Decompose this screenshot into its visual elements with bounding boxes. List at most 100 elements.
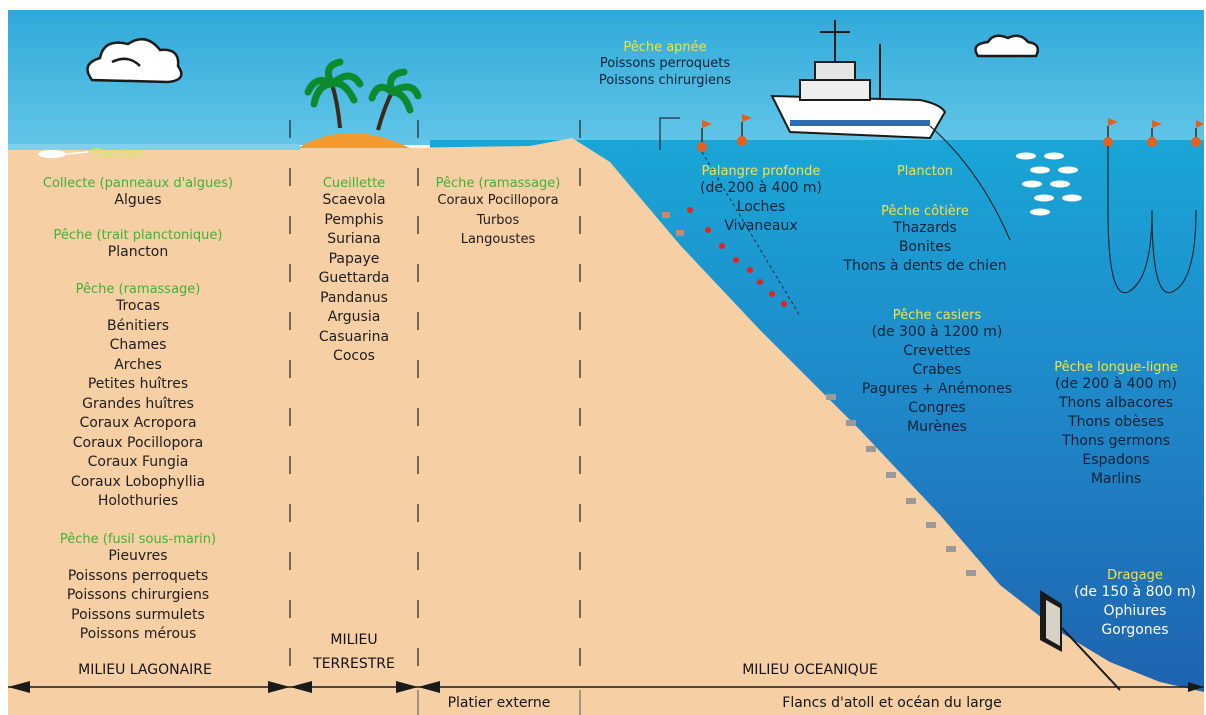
lagoon-ramassage-item: Coraux Fungia xyxy=(87,454,189,470)
lagoon-ramassage-title: Pêche (ramassage) xyxy=(75,282,201,297)
ocean-dragage-depth: (de 150 à 800 m) xyxy=(1074,584,1196,600)
platier-ramassage-item: Coraux Pocillopora xyxy=(437,193,559,208)
ocean-longue-ligne-depth: (de 200 à 400 m) xyxy=(1055,376,1177,392)
ocean-cotiere-item: Thazards xyxy=(893,220,957,236)
land-footer-line1: MILIEU xyxy=(330,632,378,648)
ocean-longue-ligne-item: Thons germons xyxy=(1062,433,1170,449)
lagoon-fusil-item: Poissons mérous xyxy=(79,626,197,642)
land-cueillette-title: Cueillette xyxy=(322,176,386,191)
island xyxy=(298,133,410,148)
lagoon-fusil-group: Pêche (fusil sous-marin) Pieuvres Poisso… xyxy=(10,532,266,645)
lagoon-ramassage-item: Holothuries xyxy=(97,493,179,509)
lagoon-ramassage-item: Chames xyxy=(109,337,167,353)
land-cueillette-item: Pandanus xyxy=(320,289,388,306)
land-cueillette-item: Scaevola xyxy=(322,192,386,208)
ocean-dragage-item: Gorgones xyxy=(1101,622,1169,638)
lagoon-ramassage-item: Arches xyxy=(114,356,162,373)
ocean-casiers-item: Congres xyxy=(908,400,966,416)
ocean-casiers-item: Crabes xyxy=(912,362,962,378)
ocean-dragage-group: Dragage (de 150 à 800 m) Ophiures Gorgon… xyxy=(1066,568,1204,640)
ocean-palangre-title: Palangre profonde xyxy=(701,164,821,179)
ocean-flancs-label: Flancs d'atoll et océan du large xyxy=(782,695,1002,711)
lagoon-collecte-group: Collecte (panneaux d'algues) Algues xyxy=(10,176,266,211)
lagoon-trait-title: Pêche (trait planctonique) xyxy=(53,228,223,243)
apnea-line xyxy=(659,117,680,150)
land-cueillette-item: Papaye xyxy=(328,250,380,267)
palm-tree-icon xyxy=(368,68,422,131)
ocean-longue-ligne-item: Thons obèses xyxy=(1068,414,1164,430)
lagoon-plankton-label: Plancton xyxy=(92,146,144,160)
ocean-casiers-group: Pêche casiers (de 300 à 1200 m) Crevette… xyxy=(846,308,1028,437)
lagoon-fusil-item: Poissons perroquets xyxy=(67,567,209,584)
palm-tree-icon xyxy=(304,58,364,129)
ocean-casiers-item: Pagures + Anémones xyxy=(861,381,1013,397)
platier-ramassage-item: Turbos xyxy=(476,212,520,228)
lagoon-ramassage-group: Pêche (ramassage) Trocas Bénitiers Chame… xyxy=(10,282,266,512)
lagoon-ramassage-item: Trocas xyxy=(115,298,161,314)
fish-icon xyxy=(38,150,89,158)
lagoon-trait-item: Plancton xyxy=(107,244,169,260)
lagoon-footer: MILIEU LAGONAIRE xyxy=(78,662,212,678)
ocean-footer: MILIEU OCEANIQUE xyxy=(742,662,878,678)
zone-arrows xyxy=(8,681,1204,693)
ocean-longue-ligne-item: Marlins xyxy=(1090,471,1142,487)
cloud-icon xyxy=(974,34,1039,58)
dredge-icon xyxy=(1040,590,1121,691)
hook-marks xyxy=(687,207,787,307)
ship-icon xyxy=(770,20,947,140)
lagoon-fusil-title: Pêche (fusil sous-marin) xyxy=(59,532,217,547)
lagoon-ramassage-item: Coraux Pocillopora xyxy=(72,434,204,451)
platier-ramassage-item: Langoustes xyxy=(460,232,536,247)
ocean-plankton-label: Plancton xyxy=(896,164,954,179)
ocean-palangre-item: Loches xyxy=(736,199,786,215)
trap-marks xyxy=(826,394,976,576)
fish-icon xyxy=(1016,152,1082,216)
ocean-cotiere-item: Thons à dents de chien xyxy=(843,258,1007,274)
land-cueillette-item: Argusia xyxy=(327,309,381,325)
ocean-apnee-item: Poissons perroquets xyxy=(599,56,731,71)
lagoon-fusil-item: Poissons surmulets xyxy=(71,606,205,623)
platier-ramassage-group: Pêche (ramassage) Coraux Pocillopora Tur… xyxy=(418,176,578,250)
land-cueillette-item: Pemphis xyxy=(324,211,384,228)
ocean-palangre-depth: (de 200 à 400 m) xyxy=(700,180,822,196)
ocean-palangre-item: Vivaneaux xyxy=(724,218,798,234)
platier-footer: Platier externe xyxy=(447,695,551,711)
land-cueillette-item: Casuarina xyxy=(318,328,390,345)
ocean-palangre-group: Palangre profonde (de 200 à 400 m) Loche… xyxy=(696,164,826,236)
lagoon-collecte-item: Algues xyxy=(114,192,162,208)
longline-curves xyxy=(1107,146,1197,294)
atoll-sand-profile xyxy=(8,138,1204,715)
lagoon-ramassage-item: Coraux Acropora xyxy=(79,415,197,431)
lagoon-water xyxy=(8,144,300,150)
ocean-cotiere-title: Pêche côtière xyxy=(881,204,969,219)
trolling-line xyxy=(929,125,1011,241)
lagoon-fusil-item: Poissons chirurgiens xyxy=(66,587,210,603)
ocean-dragage-title: Dragage xyxy=(1107,568,1163,583)
platier-ramassage-title: Pêche (ramassage) xyxy=(435,176,561,191)
ocean-apnee-item: Poissons chirurgiens xyxy=(598,73,732,88)
ocean-cotiere-item: Bonites xyxy=(898,239,952,255)
ocean-apnee-title: Pêche apnée xyxy=(623,40,707,55)
sky xyxy=(8,10,1204,145)
deep-longline xyxy=(701,151,801,317)
ocean-casiers-item: Murènes xyxy=(907,419,967,435)
ocean-longue-ligne-group: Pêche longue-ligne (de 200 à 400 m) Thon… xyxy=(1036,360,1196,489)
lagoon-ramassage-item: Bénitiers xyxy=(106,317,170,334)
land-footer-line2: TERRESTRE xyxy=(313,656,395,672)
land-cueillette-item: Guettarda xyxy=(318,270,390,286)
ocean-longue-ligne-item: Espadons xyxy=(1082,452,1150,468)
ocean-casiers-depth: (de 300 à 1200 m) xyxy=(871,324,1003,340)
ocean-cotiere-group: Pêche côtière Thazards Bonites Thons à d… xyxy=(830,204,1020,276)
slope-marks xyxy=(662,212,684,236)
lagoon-collecte-title: Collecte (panneaux d'algues) xyxy=(42,176,234,191)
ocean-casiers-item: Crevettes xyxy=(903,343,971,359)
buoy-icon xyxy=(697,114,1204,152)
land-cueillette-group: Cueillette Scaevola Pemphis Suriana Papa… xyxy=(292,176,416,367)
lagoon-ramassage-item: Grandes huîtres xyxy=(82,395,194,412)
lagoon-ramassage-item: Coraux Lobophyllia xyxy=(70,473,206,490)
land-cueillette-item: Suriana xyxy=(327,231,381,247)
ocean-dragage-item: Ophiures xyxy=(1103,603,1167,619)
ocean-longue-ligne-item: Thons albacores xyxy=(1058,395,1174,411)
